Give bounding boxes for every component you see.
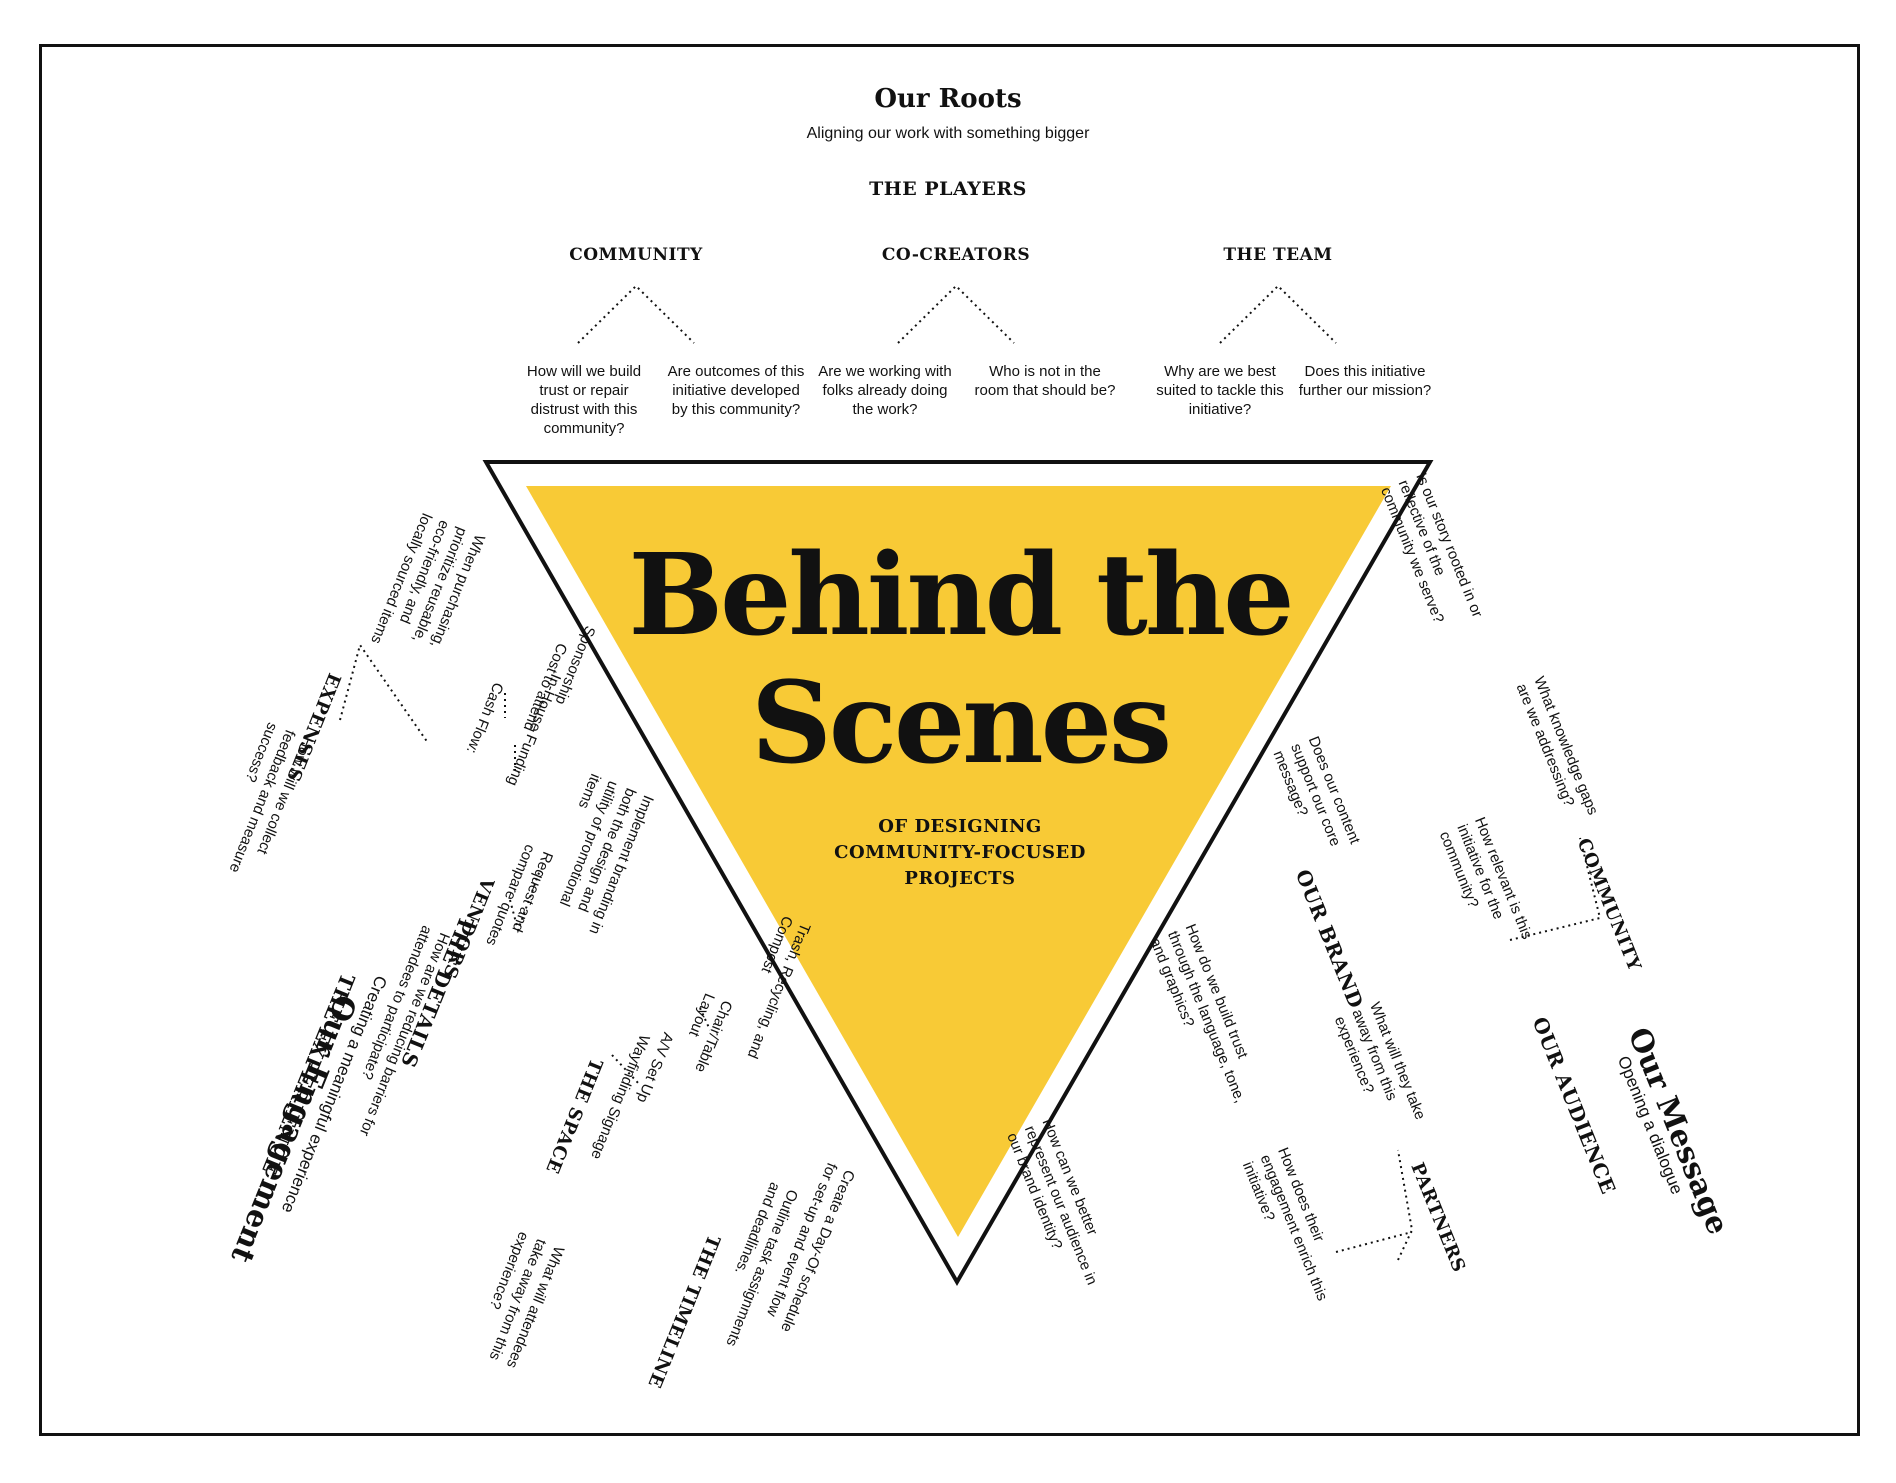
main-title-line1: Behind the	[628, 530, 1294, 661]
player-question: How will we build trust or repair distru…	[526, 363, 642, 437]
dotted-connectors	[339, 284, 1602, 1261]
player-question: Are we working with folks already doing …	[818, 363, 952, 418]
inner-triangle	[526, 486, 1391, 1237]
player-question: Are outcomes of this initiative develope…	[667, 363, 805, 418]
page-title: Our Roots	[874, 84, 1022, 114]
main-title-line2: Scenes	[750, 658, 1172, 789]
player-co-creators: CO-CREATORS	[881, 245, 1031, 265]
diagram-frame	[39, 44, 1860, 1436]
player-the-team: THE TEAM	[1223, 245, 1333, 265]
main-subtitle: OF DESIGNING COMMUNITY-FOCUSED PROJECTS	[834, 816, 1086, 889]
players-heading: THE PLAYERS	[869, 178, 1027, 200]
page-subtitle: Aligning our work with something bigger	[806, 125, 1090, 142]
player-question: Does this initiative further our mission…	[1298, 363, 1432, 399]
player-question: Who is not in the room that should be?	[974, 363, 1116, 399]
player-question: Why are we best suited to tackle this in…	[1156, 363, 1284, 418]
player-community: COMMUNITY	[569, 245, 703, 265]
